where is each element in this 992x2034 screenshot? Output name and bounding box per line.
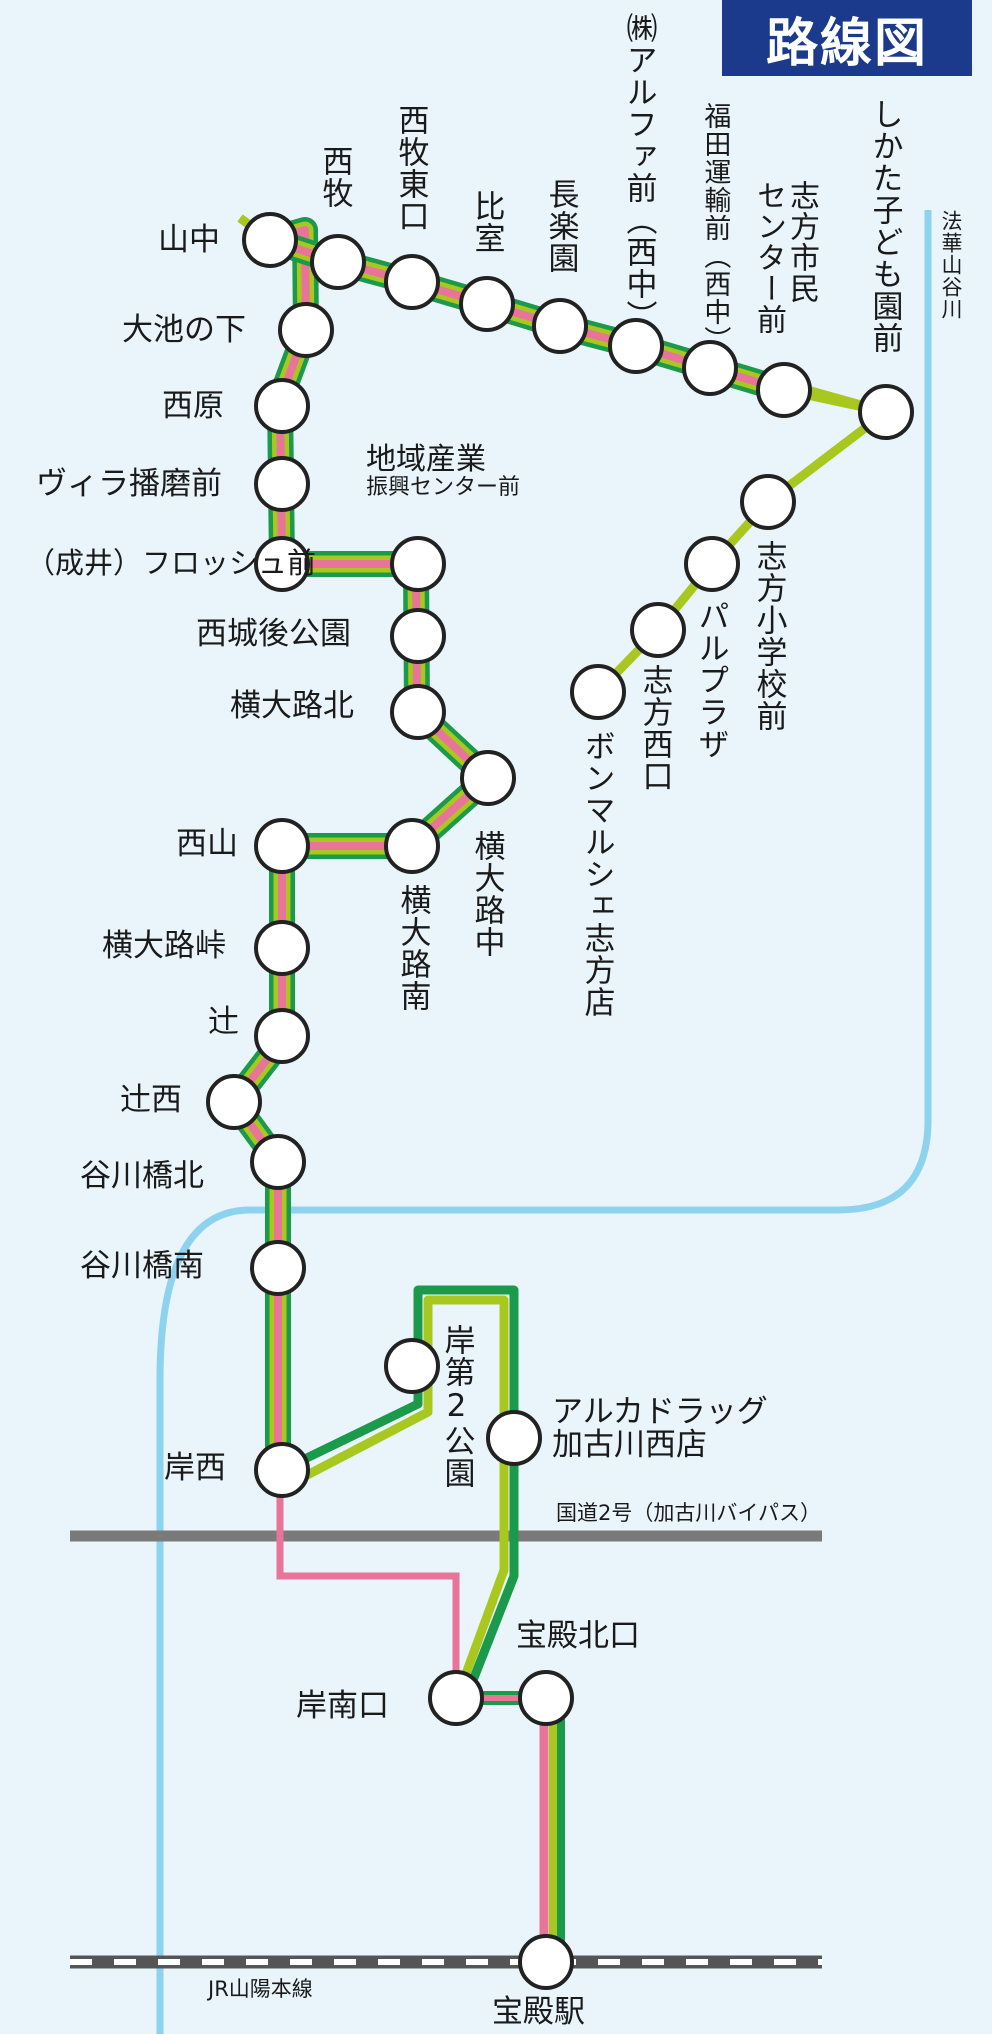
station-label-houden-kitaguchi: 宝殿北口 <box>516 1618 640 1654</box>
station-label-nishiyama: 西山 <box>176 826 238 862</box>
station-label-shikata-nishiguchi: 志方西口 <box>636 664 673 792</box>
station-label-fukuda: 福田運輸前（西中） <box>699 102 731 354</box>
station-label-nishimakihigashiguchi: 西牧東口 <box>392 104 429 232</box>
station-marker <box>384 1338 440 1394</box>
station-marker <box>486 1410 542 1466</box>
station-label-yokooji-touge: 横大路峠 <box>102 928 226 964</box>
station-label-palplaza: パルプラザ <box>692 600 729 760</box>
station-label-tanigawa-minami: 谷川橋南 <box>80 1248 204 1284</box>
station-label-nishijougo: 西城後公園 <box>196 616 351 652</box>
station-label-shikata-shimin-line2: センター前 <box>751 180 786 335</box>
station-marker <box>250 1240 306 1296</box>
station-label-nishimaki: 西牧 <box>316 145 353 209</box>
route-houden <box>456 1691 565 1962</box>
railway-label: JR山陽本線 <box>208 1977 313 2001</box>
station-marker <box>740 474 796 530</box>
station-label-yokooji-naka: 横大路中 <box>468 830 505 958</box>
station-marker <box>428 1670 484 1726</box>
station-marker <box>390 608 446 664</box>
station-marker <box>460 750 516 806</box>
station-label-shikata-shimin: 志方市民センター前 <box>751 180 819 335</box>
station-label-himuro: 比室 <box>468 190 505 254</box>
map-title: 路線図 <box>722 0 972 76</box>
station-marker <box>254 536 310 592</box>
station-label-kishinishi: 岸西 <box>164 1450 226 1486</box>
station-marker <box>608 318 664 374</box>
station-label-chiiki: 地域産業 振興センター前 <box>366 444 520 499</box>
station-label-yamanaka: 山中 <box>158 222 220 258</box>
station-label-houden: 宝殿駅 <box>492 1994 585 2030</box>
station-label-bonmarche: ボンマルシェ志方店 <box>578 730 615 1018</box>
station-marker <box>254 818 310 874</box>
station-label-chiiki-line1: 地域産業 <box>366 442 486 477</box>
station-marker <box>630 602 686 658</box>
station-marker <box>532 298 588 354</box>
station-marker <box>206 1074 262 1130</box>
station-marker <box>384 254 440 310</box>
station-marker <box>250 1134 306 1190</box>
station-marker <box>459 276 515 332</box>
station-marker <box>254 378 310 434</box>
station-label-alpha-mae: ㈱アルファ前（西中） <box>620 12 657 332</box>
station-label-chourakuen: 長楽園 <box>542 178 579 274</box>
station-label-alpha-mae-line1: ㈱アルファ前 <box>620 12 657 204</box>
station-label-aruka-line2: 加古川西店 <box>552 1426 707 1463</box>
station-marker <box>254 1008 310 1064</box>
station-label-aruka-line1: アルカドラッグ <box>552 1394 768 1430</box>
station-marker <box>858 384 914 440</box>
station-label-chiiki-line2: 振興センター前 <box>366 474 521 500</box>
station-marker <box>570 664 626 720</box>
station-label-shikata-kodomo: しかた子ども園前 <box>866 98 903 354</box>
station-label-ooike: 大池の下 <box>122 312 246 348</box>
station-label-flossie: （成井）フロッシュ前 <box>26 546 317 580</box>
station-label-tsujinishi: 辻西 <box>120 1082 182 1118</box>
station-marker <box>254 456 310 512</box>
station-marker <box>390 536 446 592</box>
road-label: 国道2号（加古川バイパス） <box>556 1501 821 1525</box>
station-label-yokooji-minami: 横大路南 <box>394 884 431 1012</box>
station-label-alpha-mae-line2: （西中） <box>620 204 657 332</box>
station-marker <box>682 340 738 396</box>
stations <box>206 212 914 1990</box>
station-label-kishi-dai2: 岸第2公園 <box>438 1324 475 1489</box>
station-label-shikata-shogakko: 志方小学校前 <box>750 540 787 732</box>
station-label-tanigawa-kita: 谷川橋北 <box>80 1158 204 1194</box>
station-marker <box>684 536 740 592</box>
station-marker <box>242 212 298 268</box>
station-label-fukuda-line2: （西中） <box>699 242 731 354</box>
station-label-aruka: アルカドラッグ 加古川西店 <box>552 1396 768 1461</box>
station-marker <box>278 302 334 358</box>
station-marker <box>254 1442 310 1498</box>
station-label-kishi-minamiguchi: 岸南口 <box>296 1688 389 1724</box>
station-marker <box>518 1934 574 1990</box>
river-label: 法華山谷川 <box>939 210 964 320</box>
route-pink-branch <box>276 1470 460 1696</box>
station-marker <box>756 362 812 418</box>
station-label-fukuda-line1: 福田運輸前 <box>699 102 731 242</box>
station-marker <box>384 818 440 874</box>
river-line <box>156 210 932 2034</box>
station-label-shikata-shimin-line1: 志方市民 <box>784 180 819 304</box>
station-marker <box>390 684 446 740</box>
station-label-nishihara: 西原 <box>162 388 224 424</box>
station-marker <box>254 920 310 976</box>
station-marker <box>310 234 366 290</box>
station-marker <box>518 1670 574 1726</box>
station-label-villa: ヴィラ播磨前 <box>36 466 222 502</box>
station-label-tsuji: 辻 <box>208 1004 239 1040</box>
station-label-yokooji-kita: 横大路北 <box>230 688 354 724</box>
